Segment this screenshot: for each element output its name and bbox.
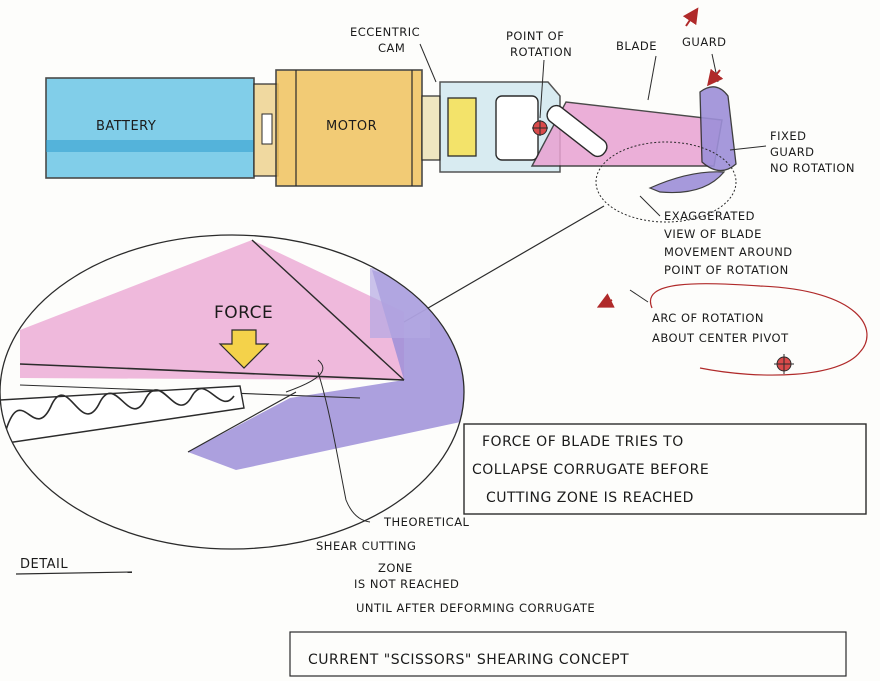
force-note-box (463, 423, 867, 515)
label-view-of-blade: VIEW OF BLADE (664, 227, 762, 241)
detail-connector (403, 205, 605, 323)
label-cam: CAM (378, 41, 405, 55)
label-arc: ARC OF ROTATION (652, 311, 764, 325)
label-shear-cutting: SHEAR CUTTING (316, 539, 416, 553)
label-fixed-guard: GUARD (770, 145, 815, 159)
leader-lines (419, 43, 767, 303)
leader-theoretical (317, 371, 371, 523)
label-battery: BATTERY (96, 119, 156, 134)
label-detail: DETAIL (20, 557, 68, 572)
label-motor: MOTOR (326, 119, 377, 134)
label-guard: GUARD (682, 35, 727, 49)
motor (275, 69, 441, 187)
force-note-line-3: CUTTING ZONE IS REACHED (486, 490, 694, 506)
title-box (289, 631, 847, 677)
force-note-line-1: FORCE OF BLADE TRIES TO (482, 434, 684, 450)
arc-of-rotation (596, 283, 868, 376)
label-force: FORCE (214, 303, 273, 323)
housing (439, 81, 561, 173)
corrugate-tube (0, 385, 245, 445)
eccentric-cam (447, 97, 477, 157)
blade-arm (546, 104, 608, 158)
label-until-after: UNTIL AFTER DEFORMING CORRUGATE (356, 601, 595, 615)
force-note-line-2: COLLAPSE CORRUGATE BEFORE (472, 462, 709, 478)
guard (595, 86, 737, 223)
label-rotation: ROTATION (510, 45, 572, 59)
down-arrow-icon (218, 329, 270, 369)
label-eccentric: ECCENTRIC (350, 25, 420, 39)
blade (530, 101, 723, 167)
label-about-center: ABOUT CENTER PIVOT (652, 331, 789, 345)
label-no-rotation: NO ROTATION (770, 161, 855, 175)
detail-underline (15, 571, 133, 575)
label-point-of: POINT OF (506, 29, 564, 43)
label-theoretical: THEORETICAL (383, 515, 470, 529)
label-exaggerated: EXAGGERATED (664, 209, 755, 223)
label-zone: ZONE (378, 561, 413, 575)
red-arrow-icon (682, 7, 699, 27)
fixed-guard (648, 171, 726, 194)
detail-view (0, 234, 465, 550)
label-not-reached: IS NOT REACHED (354, 577, 459, 591)
label-point-of-rotation: POINT OF ROTATION (664, 263, 789, 277)
red-arrow-icon (596, 293, 615, 308)
label-blade: BLADE (616, 39, 657, 53)
label-fixed: FIXED (770, 129, 807, 143)
label-movement-around: MOVEMENT AROUND (664, 245, 793, 259)
sketch-title: CURRENT "SCISSORS" SHEARING CONCEPT (308, 652, 629, 668)
red-arrow-icon (707, 68, 724, 87)
battery (45, 77, 279, 179)
